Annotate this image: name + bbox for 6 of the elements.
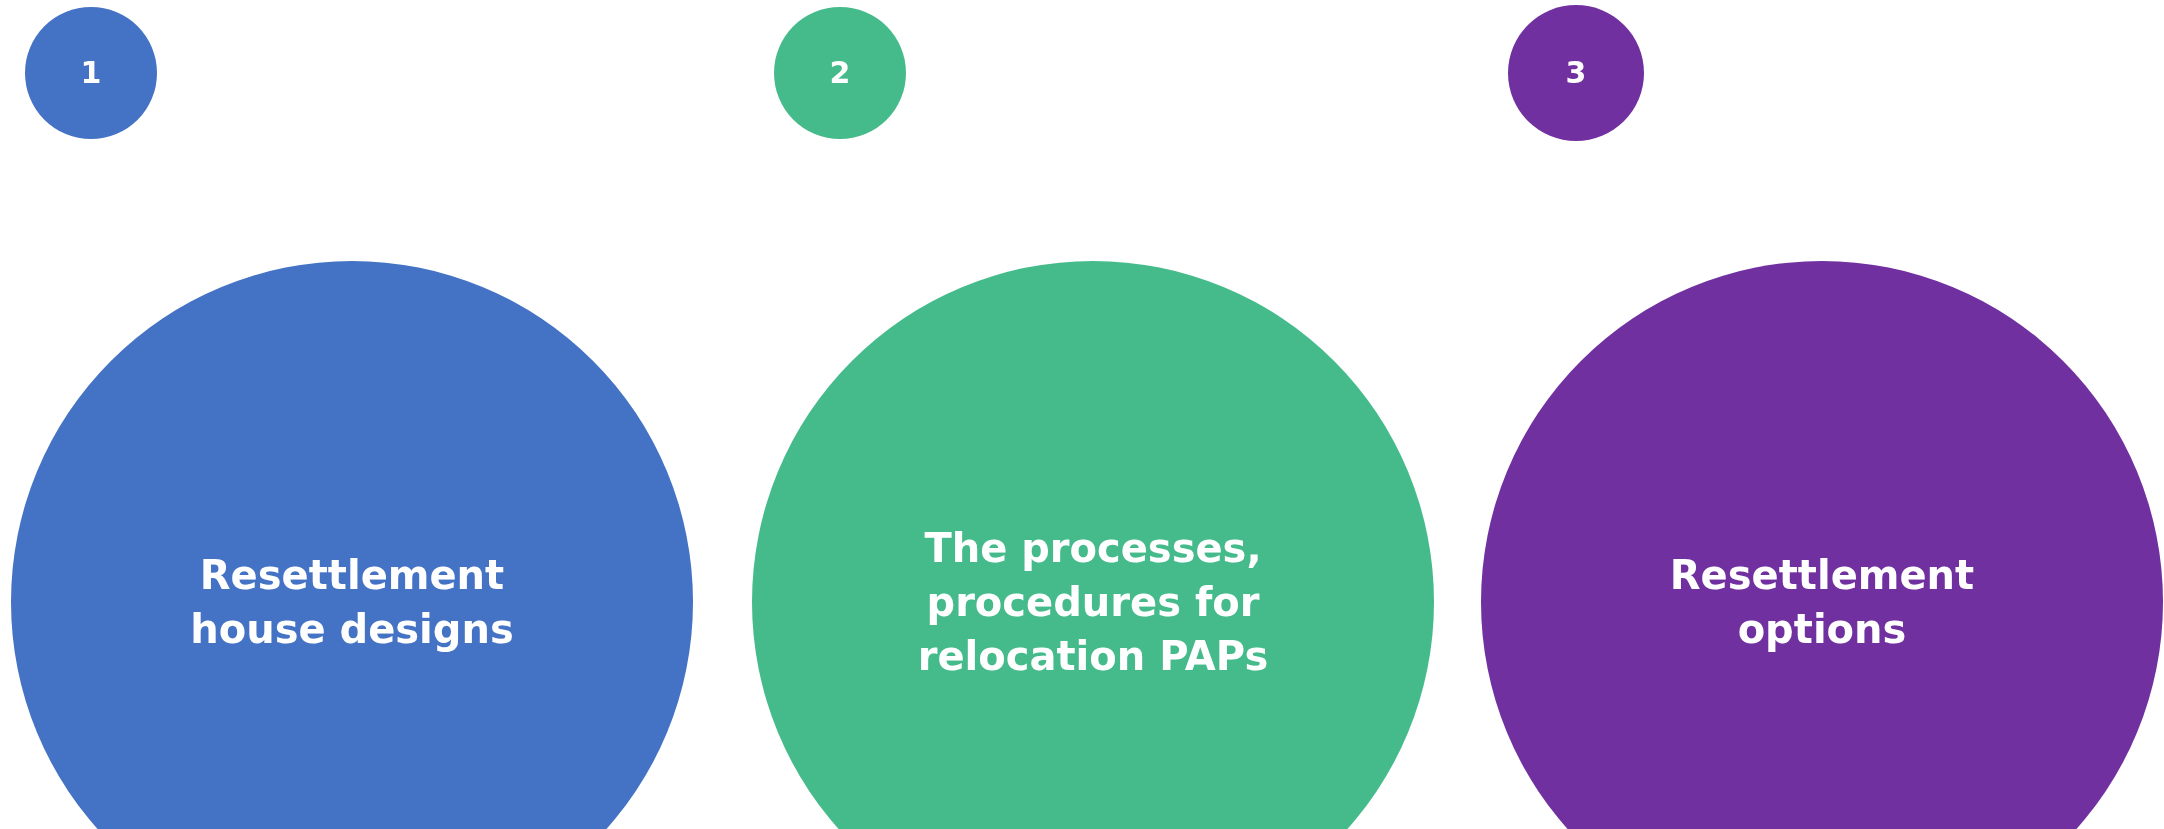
topic-label: The processes, procedures for relocation PAPs <box>916 524 1270 681</box>
topic-label: Resettlement house designs <box>189 551 515 654</box>
step-number: 2 <box>829 53 851 92</box>
step-number: 1 <box>80 53 102 92</box>
step-number: 3 <box>1565 53 1587 92</box>
topic-label: Resettlement options <box>1668 551 1976 654</box>
